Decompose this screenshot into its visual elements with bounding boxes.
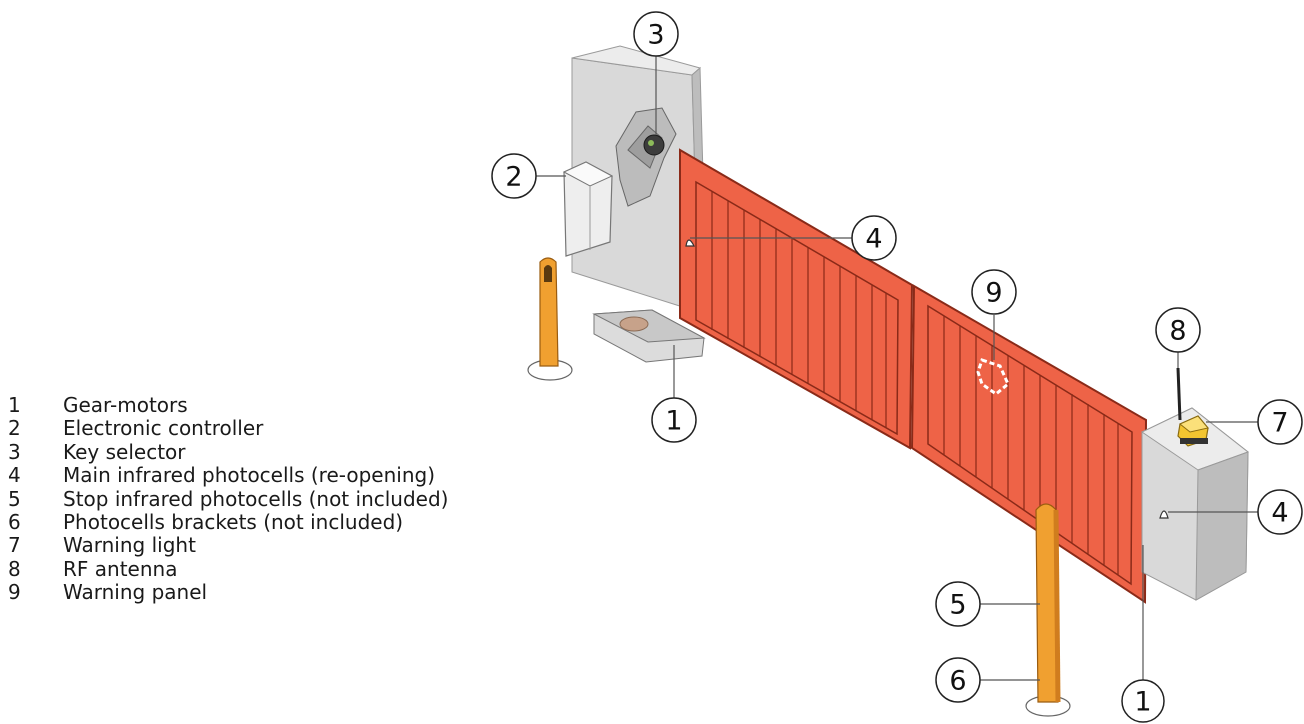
legend-number: 1 — [8, 393, 21, 417]
callout-number: 7 — [1271, 408, 1288, 439]
callout-5: 5 — [935, 581, 981, 627]
legend-number: 2 — [8, 416, 21, 441]
post-left — [527, 257, 573, 381]
legend-label: Warning panel — [63, 580, 208, 605]
legend-item: 8 RF antenna — [8, 556, 448, 581]
callout-number: 1 — [1134, 687, 1151, 718]
callout-number: 8 — [1169, 316, 1186, 347]
legend-item: 4 Main infrared photocells (re-opening) — [8, 463, 448, 488]
legend-number: 6 — [8, 509, 21, 534]
callout-number: 5 — [949, 590, 966, 621]
legend-item: 6 Photocells brackets (not included) — [8, 509, 448, 534]
key-selector — [643, 134, 665, 156]
callout-number: 6 — [949, 666, 966, 697]
legend-label: Key selector — [63, 439, 186, 464]
left-pillar — [571, 45, 707, 309]
callout-3: 3 — [633, 11, 679, 57]
legend-number: 9 — [8, 580, 21, 605]
legend-item: 7 Warning light — [8, 533, 448, 558]
legend-label: Electronic controller — [63, 416, 264, 441]
controller-box — [562, 161, 614, 257]
callout-1a: 1 — [651, 397, 697, 443]
callout-number: 4 — [1271, 498, 1288, 529]
legend-number: 8 — [8, 556, 21, 581]
legend-number: 3 — [8, 439, 21, 464]
warning-panel — [976, 358, 1010, 396]
warning-light — [1177, 415, 1209, 447]
legend-item: 2 Electronic controller — [8, 416, 448, 441]
legend-label: Stop infrared photocells (not included) — [63, 486, 449, 511]
gear-motor-left — [592, 309, 706, 363]
post-right — [1025, 503, 1071, 717]
callout-1b: 1 — [1121, 679, 1165, 723]
legend-item: 5 Stop infrared photocells (not included) — [8, 486, 449, 511]
callout-4b: 4 — [1257, 489, 1303, 535]
callout-2: 2 — [491, 153, 537, 199]
callout-4a: 4 — [851, 215, 897, 261]
legend-number: 4 — [8, 463, 21, 488]
callout-number: 1 — [665, 406, 682, 437]
legend-item: 9 Warning panel — [8, 580, 448, 605]
legend-label: Gear-motors — [63, 393, 188, 417]
callout-number: 4 — [865, 224, 882, 255]
legend-number: 5 — [8, 486, 21, 511]
callout-8: 8 — [1155, 307, 1201, 353]
photocell-left — [685, 239, 695, 247]
callout-number: 2 — [505, 162, 522, 193]
callout-6: 6 — [935, 657, 981, 703]
callout-9: 9 — [971, 269, 1017, 315]
legend-list: 1 Gear-motors 2 Electronic controller 3 Key… — [8, 393, 449, 605]
legend-label: Photocells brackets (not included) — [63, 509, 404, 534]
callout-7: 7 — [1257, 399, 1303, 445]
legend-label: Warning light — [63, 533, 196, 558]
callout-number: 3 — [647, 20, 664, 51]
legend-number: 7 — [8, 533, 21, 558]
photocell-right — [1159, 510, 1169, 519]
gate-leaf-left — [679, 148, 914, 450]
legend-item: 3 Key selector — [8, 439, 448, 464]
legend-item: 1 Gear-motors — [8, 393, 448, 417]
callout-number: 9 — [985, 278, 1002, 309]
legend-label: Main infrared photocells (re-opening) — [63, 463, 435, 488]
gate-leaf-right — [910, 284, 1148, 604]
antenna — [1176, 367, 1182, 421]
legend-label: RF antenna — [63, 556, 178, 581]
